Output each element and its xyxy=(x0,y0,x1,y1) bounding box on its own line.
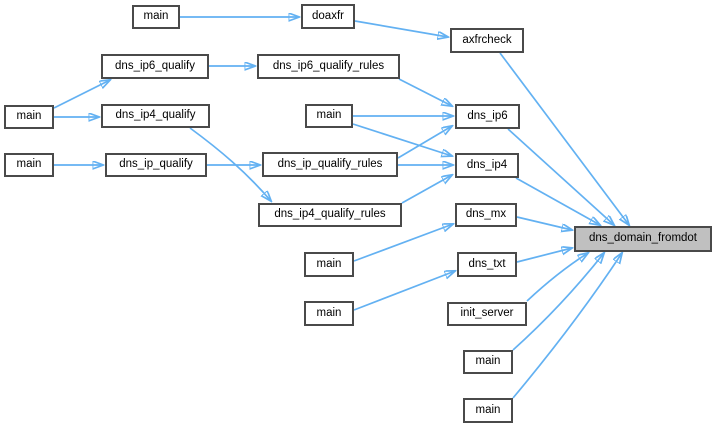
edge-group xyxy=(53,17,629,399)
graph-node-init_server[interactable]: init_server xyxy=(447,302,527,326)
edge-doaxfr-to-axfrcheck xyxy=(354,20,448,37)
edge-dns_ip4-to-dns_domain_fromdot xyxy=(515,177,600,225)
graph-node-dns_ip_qualify[interactable]: dns_ip_qualify xyxy=(105,153,207,177)
graph-node-main_b1[interactable]: main xyxy=(463,350,513,374)
edge-main_mid-to-dns_ip4 xyxy=(352,123,452,156)
edge-main_b2-to-dns_domain_fromdot xyxy=(512,253,622,399)
edge-init_server-to-dns_domain_fromdot xyxy=(526,253,588,302)
graph-node-dns_ip4_qualify_rules[interactable]: dns_ip4_qualify_rules xyxy=(258,203,402,227)
graph-node-dns_txt[interactable]: dns_txt xyxy=(457,252,517,277)
graph-node-main_doaxfr[interactable]: main xyxy=(132,5,180,29)
graph-node-main_b2[interactable]: main xyxy=(463,398,513,423)
graph-node-main_mid[interactable]: main xyxy=(305,104,353,128)
graph-node-main_mx[interactable]: main xyxy=(304,252,354,277)
edge-main_ip46-to-dns_ip6_qualify xyxy=(53,80,110,109)
edge-dns_ip4_qualify_rules-to-dns_ip4 xyxy=(401,175,452,204)
graph-node-main_ipq[interactable]: main xyxy=(4,153,54,177)
edge-dns_ip6_qualify_rules-to-dns_ip6 xyxy=(398,78,452,106)
graph-node-current-dns_domain_fromdot: dns_domain_fromdot xyxy=(574,226,712,252)
edge-main_mx-to-dns_mx xyxy=(353,224,453,262)
graph-node-axfrcheck[interactable]: axfrcheck xyxy=(450,28,524,53)
edge-dns_txt-to-dns_domain_fromdot xyxy=(516,248,572,263)
graph-node-dns_ip6_qualify[interactable]: dns_ip6_qualify xyxy=(101,54,209,79)
graph-node-dns_ip6[interactable]: dns_ip6 xyxy=(455,104,520,129)
edge-dns_ip4_qualify-to-dns_ip4_qualify_rules xyxy=(189,127,271,201)
edge-dns_mx-to-dns_domain_fromdot xyxy=(516,216,572,230)
graph-node-doaxfr[interactable]: doaxfr xyxy=(301,4,355,29)
graph-node-main_txt[interactable]: main xyxy=(304,301,354,326)
graph-node-dns_ip4[interactable]: dns_ip4 xyxy=(455,153,519,178)
graph-node-dns_ip6_qualify_rules[interactable]: dns_ip6_qualify_rules xyxy=(257,54,400,79)
graph-node-main_ip46[interactable]: main xyxy=(4,105,54,129)
edge-dns_ip_qualify_rules-to-dns_ip6 xyxy=(397,126,452,159)
edge-axfrcheck-to-dns_domain_fromdot xyxy=(499,52,629,225)
edge-dns_ip6-to-dns_domain_fromdot xyxy=(507,128,614,225)
graph-node-dns_ip_qualify_rules[interactable]: dns_ip_qualify_rules xyxy=(262,152,398,177)
graph-node-dns_mx[interactable]: dns_mx xyxy=(455,203,517,227)
edge-main_txt-to-dns_txt xyxy=(353,271,455,311)
graph-node-dns_ip4_qualify[interactable]: dns_ip4_qualify xyxy=(101,104,210,128)
edge-main_b1-to-dns_domain_fromdot xyxy=(512,253,604,351)
